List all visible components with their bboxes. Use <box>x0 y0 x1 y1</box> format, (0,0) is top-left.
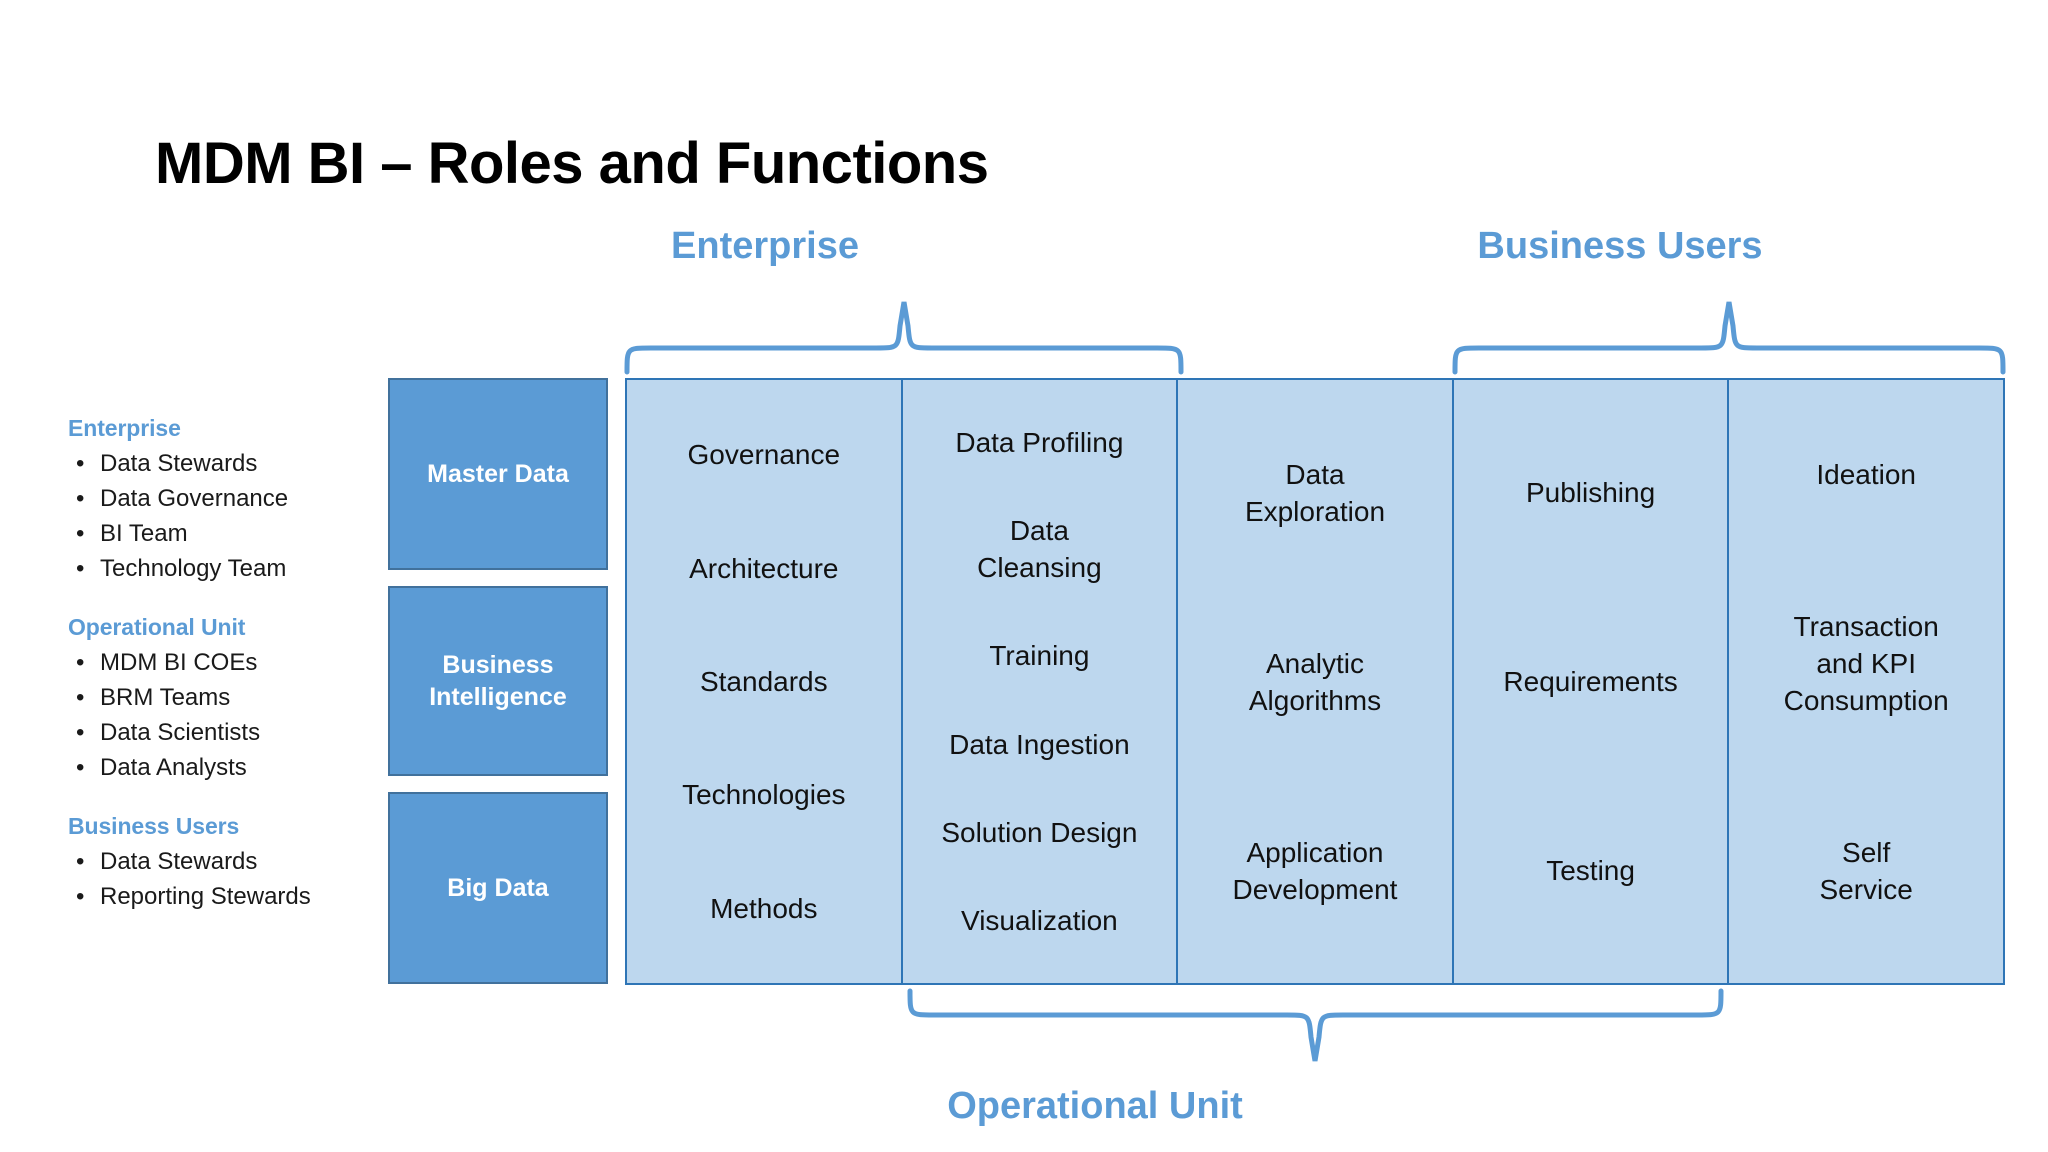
matrix-cell: Publishing <box>1525 477 1656 508</box>
list-item: Data Analysts <box>68 750 378 785</box>
list-item: Data Stewards <box>68 446 378 481</box>
brace-label-business-users: Business Users <box>1477 225 1763 267</box>
matrix-column-1: Governance Architecture Standards Techno… <box>627 380 903 983</box>
matrix-column-3: Data Exploration Analytic Algorithms App… <box>1178 380 1454 983</box>
matrix-cell: Data Cleansing <box>977 514 1102 583</box>
list-item: Data Stewards <box>68 844 378 879</box>
matrix-cell: Self Service <box>1819 836 1913 905</box>
legend-panel: Enterprise Data Stewards Data Governance… <box>68 415 378 942</box>
matrix-cell: Transaction and KPI Consumption <box>1783 610 1949 716</box>
legend-group-enterprise: Enterprise Data Stewards Data Governance… <box>68 415 378 586</box>
function-matrix: Governance Architecture Standards Techno… <box>625 378 2005 985</box>
matrix-cell: Standards <box>699 665 828 697</box>
matrix-cell: Requirements <box>1503 666 1678 697</box>
matrix-cell: Testing <box>1546 855 1635 886</box>
list-item: Data Governance <box>68 481 378 516</box>
brace-top-enterprise <box>624 301 1184 375</box>
legend-heading-business-users: Business Users <box>68 813 240 839</box>
brace-top-business-users <box>1452 301 2006 375</box>
matrix-cell: Training <box>989 640 1090 672</box>
matrix-cell: Application Development <box>1232 836 1398 905</box>
matrix-cell: Methods <box>710 892 818 924</box>
row-label-master-data: Master Data <box>388 378 608 570</box>
legend-heading-enterprise: Enterprise <box>68 415 181 441</box>
matrix-column-5: Ideation Transaction and KPI Consumption… <box>1729 380 2003 983</box>
list-item: Reporting Stewards <box>68 879 378 914</box>
brace-label-enterprise: Enterprise <box>671 225 859 267</box>
matrix-cell: Technologies <box>682 779 846 811</box>
page-title: MDM BI – Roles and Functions <box>155 131 989 196</box>
legend-list-business-users: Data Stewards Reporting Stewards <box>68 844 378 914</box>
legend-list-enterprise: Data Stewards Data Governance BI Team Te… <box>68 446 378 586</box>
matrix-cell: Ideation <box>1816 458 1916 490</box>
matrix-cell: Architecture <box>689 552 839 584</box>
row-label-big-data: Big Data <box>388 792 608 984</box>
matrix-cell: Solution Design <box>941 816 1138 848</box>
matrix-column-2: Data Profiling Data Cleansing Training D… <box>903 380 1179 983</box>
matrix-cell: Data Profiling <box>955 426 1124 458</box>
list-item: Data Scientists <box>68 715 378 750</box>
matrix-cell: Visualization <box>961 905 1118 937</box>
list-item: BI Team <box>68 516 378 551</box>
list-item: MDM BI COEs <box>68 645 378 680</box>
legend-group-business-users: Business Users Data Stewards Reporting S… <box>68 813 378 914</box>
list-item: BRM Teams <box>68 680 378 715</box>
brace-label-operational-unit: Operational Unit <box>947 1085 1243 1127</box>
legend-heading-operational-unit: Operational Unit <box>68 614 246 640</box>
legend-group-operational-unit: Operational Unit MDM BI COEs BRM Teams D… <box>68 614 378 785</box>
matrix-cell: Data Exploration <box>1244 458 1386 527</box>
list-item: Technology Team <box>68 551 378 586</box>
matrix-column-4: Publishing Requirements Testing <box>1454 380 1730 983</box>
brace-bottom-operational-unit <box>907 988 1724 1062</box>
row-label-business-intelligence: Business Intelligence <box>388 586 608 776</box>
matrix-cell: Data Ingestion <box>949 728 1130 760</box>
matrix-cell: Analytic Algorithms <box>1248 647 1382 716</box>
legend-list-operational-unit: MDM BI COEs BRM Teams Data Scientists Da… <box>68 645 378 785</box>
matrix-cell: Governance <box>687 439 841 471</box>
